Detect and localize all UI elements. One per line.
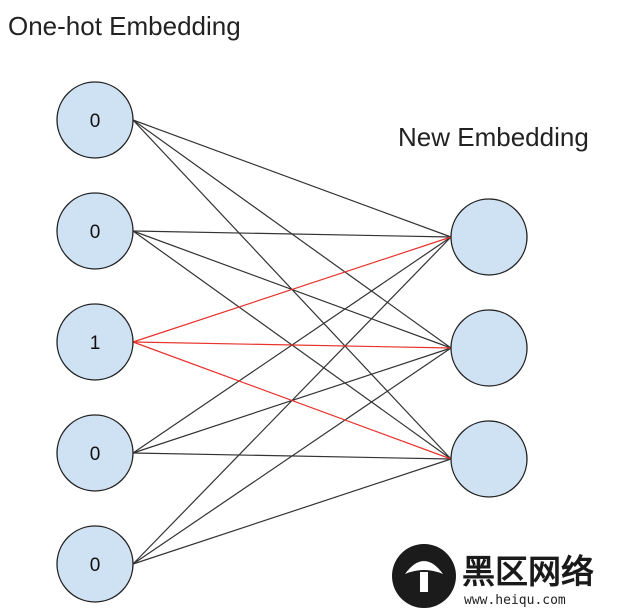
input-node: 0 bbox=[56, 81, 134, 159]
node-group: 0 0 1 0 0 bbox=[56, 81, 528, 603]
input-node-circle bbox=[56, 81, 134, 159]
input-node-value: 0 bbox=[90, 555, 101, 576]
watermark-url: www.heiqu.com bbox=[464, 593, 566, 608]
active-edge bbox=[132, 236, 452, 343]
output-node bbox=[450, 420, 528, 498]
input-node-circle bbox=[56, 414, 134, 492]
input-node-circle bbox=[56, 303, 134, 381]
input-node: 0 bbox=[56, 525, 134, 603]
input-node: 0 bbox=[56, 414, 134, 492]
edge bbox=[132, 230, 452, 238]
active-edge bbox=[132, 341, 452, 460]
input-node: 1 bbox=[56, 303, 134, 381]
edge bbox=[132, 347, 452, 565]
output-node bbox=[450, 309, 528, 387]
output-layer-title: New Embedding bbox=[398, 122, 589, 152]
input-node: 0 bbox=[56, 192, 134, 270]
watermark: 黑区网络 www.heiqu.com bbox=[392, 544, 594, 608]
input-node-value: 0 bbox=[90, 222, 101, 243]
watermark-brand: 黑区网络 bbox=[462, 552, 594, 591]
active-edge bbox=[132, 341, 452, 349]
watermark-stem-shape bbox=[420, 572, 428, 592]
watermark-cap-shape bbox=[405, 561, 443, 574]
input-node-circle bbox=[56, 525, 134, 603]
input-node-value: 1 bbox=[90, 333, 101, 354]
output-node bbox=[450, 198, 528, 276]
input-layer-title: One-hot Embedding bbox=[8, 11, 241, 41]
input-node-circle bbox=[56, 192, 134, 270]
edge-group bbox=[132, 119, 452, 565]
edge bbox=[132, 119, 452, 238]
input-node-value: 0 bbox=[90, 444, 101, 465]
input-node-value: 0 bbox=[90, 111, 101, 132]
edge bbox=[132, 458, 452, 565]
